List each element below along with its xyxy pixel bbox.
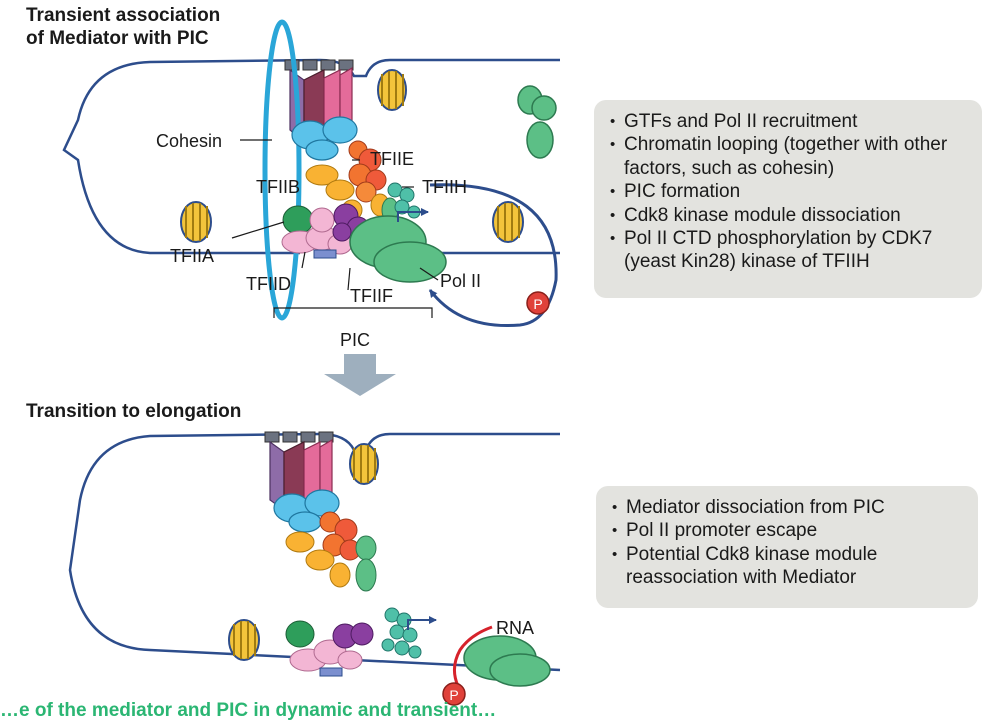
phosphate-marker: P bbox=[526, 291, 550, 315]
summary-box-top: GTFs and Pol II recruitment Chromatin lo… bbox=[594, 100, 982, 298]
label-tfiif: TFIIF bbox=[350, 286, 393, 306]
promoter-box bbox=[313, 249, 337, 259]
nucleosome bbox=[377, 69, 407, 111]
phosphate-label: P bbox=[449, 687, 458, 703]
summary-item: Pol II CTD phosphorylation by CDK7 (yeas… bbox=[608, 227, 968, 274]
summary-item: PIC formation bbox=[608, 180, 968, 204]
tfiia-complex bbox=[285, 620, 315, 648]
label-tfiib: TFIIB bbox=[256, 177, 300, 197]
label-tfiie: TFIIE bbox=[370, 149, 414, 169]
pol2-complex bbox=[349, 215, 447, 283]
summary-item: Pol II promoter escape bbox=[610, 519, 964, 543]
summary-item: Cdk8 kinase module dissociation bbox=[608, 204, 968, 228]
label-rna: RNA bbox=[496, 618, 534, 638]
cdk8-kinase-module bbox=[517, 85, 557, 159]
tfiie-complex bbox=[348, 140, 387, 203]
label-pic: PIC bbox=[340, 330, 370, 350]
phosphate-marker: P bbox=[442, 682, 466, 706]
mediator-head bbox=[291, 116, 358, 161]
transition-arrow bbox=[324, 354, 396, 396]
mediator-middle bbox=[285, 531, 351, 588]
tfiie-complex bbox=[319, 511, 361, 561]
nucleosome bbox=[228, 619, 260, 661]
tss-arrow bbox=[397, 208, 429, 222]
label-tfiia: TFIIA bbox=[170, 246, 214, 266]
rna-strand bbox=[453, 625, 493, 687]
nucleosome bbox=[492, 201, 524, 243]
leader-lines bbox=[231, 139, 439, 318]
summary-item: Chromatin looping (together with other f… bbox=[608, 133, 968, 180]
label-pol2: Pol II bbox=[440, 271, 481, 291]
label-tfiid: TFIID bbox=[246, 274, 291, 294]
summary-box-bottom: Mediator dissociation from PIC Pol II pr… bbox=[596, 486, 978, 608]
summary-item: GTFs and Pol II recruitment bbox=[608, 110, 968, 134]
nucleosome bbox=[180, 201, 212, 243]
phosphate-label: P bbox=[533, 296, 542, 312]
promoter-box bbox=[319, 667, 343, 677]
tss-arrow bbox=[407, 616, 437, 630]
tfiia-complex bbox=[282, 205, 314, 235]
panel-title-top: Transient association of Mediator with P… bbox=[26, 4, 326, 50]
label-tfiih: TFIIH bbox=[422, 177, 467, 197]
cohesin-ring bbox=[262, 19, 302, 321]
nucleosome bbox=[349, 443, 379, 485]
ctd-phosphorylation-arrow bbox=[428, 183, 558, 328]
tfiib-complex bbox=[332, 622, 374, 649]
figure-caption: …e of the mediator and PIC in dynamic an… bbox=[0, 700, 497, 721]
summary-item: Potential Cdk8 kinase module reassociati… bbox=[610, 543, 964, 590]
panel-title-top-line1: Transient association bbox=[26, 5, 221, 26]
tfiih-complex bbox=[387, 182, 421, 219]
label-cohesin: Cohesin bbox=[156, 131, 222, 151]
summary-item: Mediator dissociation from PIC bbox=[610, 496, 964, 520]
tfiih-complex bbox=[381, 607, 422, 659]
panel-title-top-line2: of Mediator with PIC bbox=[26, 28, 209, 49]
mediator-green-subunit bbox=[355, 535, 377, 592]
pol2-complex bbox=[463, 635, 551, 687]
mediator-head bbox=[273, 489, 340, 533]
panel-title-bottom: Transition to elongation bbox=[26, 401, 242, 422]
